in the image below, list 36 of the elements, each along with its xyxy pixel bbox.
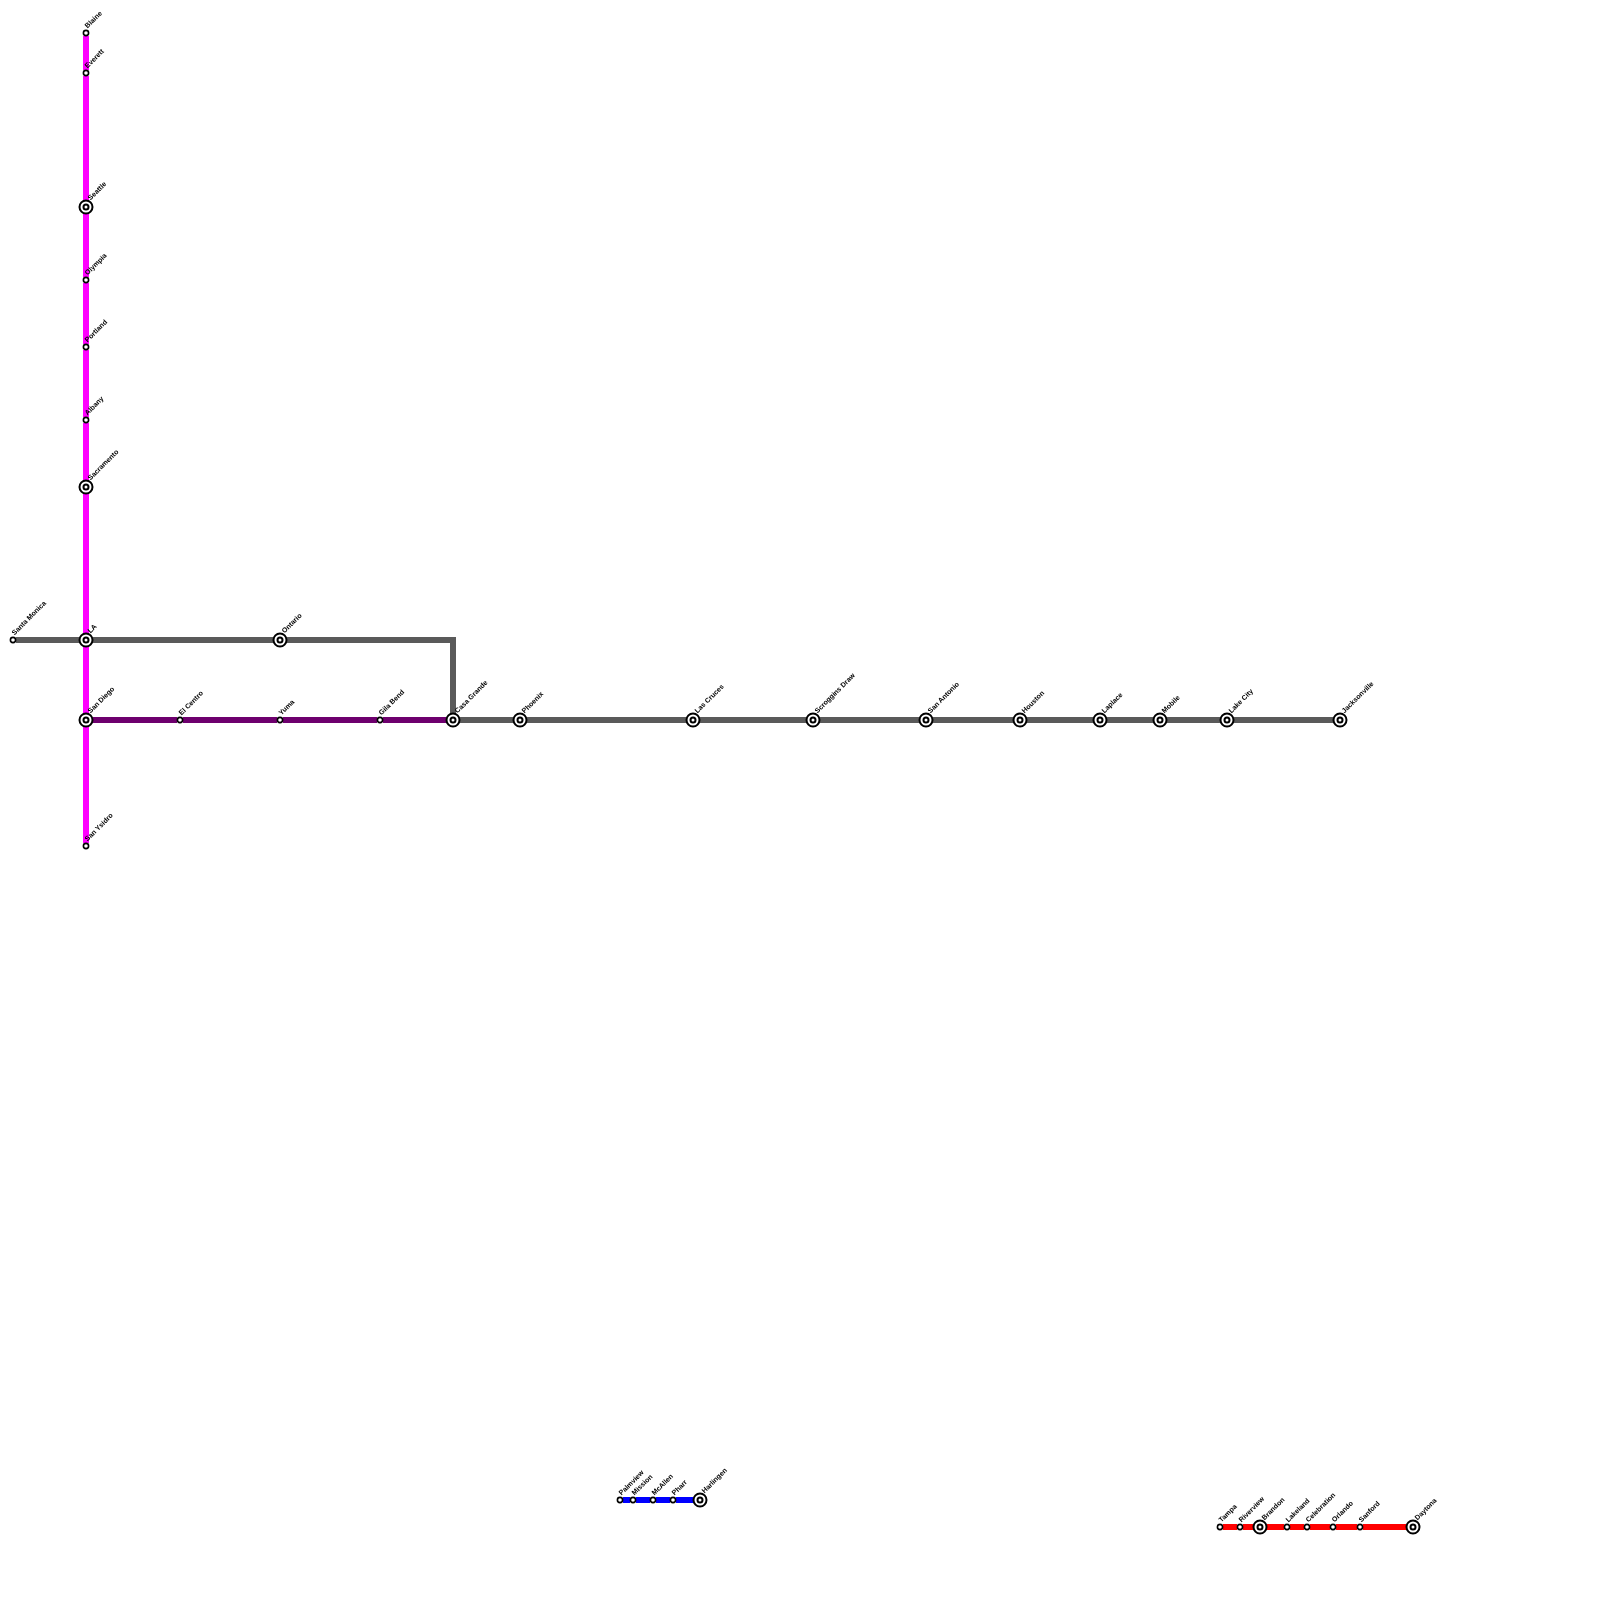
rail-line — [1107, 717, 1153, 723]
rail-line — [93, 717, 177, 723]
rail-line — [283, 717, 377, 723]
rail-line — [83, 36, 89, 70]
rail-line — [1027, 717, 1093, 723]
rail-line — [83, 423, 89, 480]
rail-line — [1267, 1524, 1284, 1530]
rail-line — [287, 637, 456, 713]
rail-line — [460, 717, 513, 723]
rail-line — [83, 727, 89, 843]
rail-line — [1243, 1524, 1253, 1530]
rail-line — [623, 1497, 630, 1503]
rail-line — [83, 283, 89, 344]
rail-line — [83, 494, 89, 633]
rail-line — [93, 637, 273, 643]
rail-line — [383, 717, 446, 723]
rail-line — [83, 647, 89, 713]
rail-line — [700, 717, 806, 723]
rail-line — [1310, 1524, 1330, 1530]
rail-line — [83, 214, 89, 277]
rail-line — [1336, 1524, 1357, 1530]
rail-line — [183, 717, 277, 723]
rail-line — [676, 1497, 693, 1503]
rail-line — [83, 76, 89, 200]
rail-line — [1234, 717, 1333, 723]
rail-line — [83, 350, 89, 417]
rail-line — [636, 1497, 650, 1503]
rail-line — [1167, 717, 1220, 723]
rail-line — [1223, 1524, 1237, 1530]
rail-line — [527, 717, 686, 723]
rail-line — [656, 1497, 670, 1503]
rail-line — [820, 717, 919, 723]
rail-line — [16, 637, 79, 643]
rail-line — [1363, 1524, 1406, 1530]
rail-line — [933, 717, 1013, 723]
rail-line — [1290, 1524, 1304, 1530]
